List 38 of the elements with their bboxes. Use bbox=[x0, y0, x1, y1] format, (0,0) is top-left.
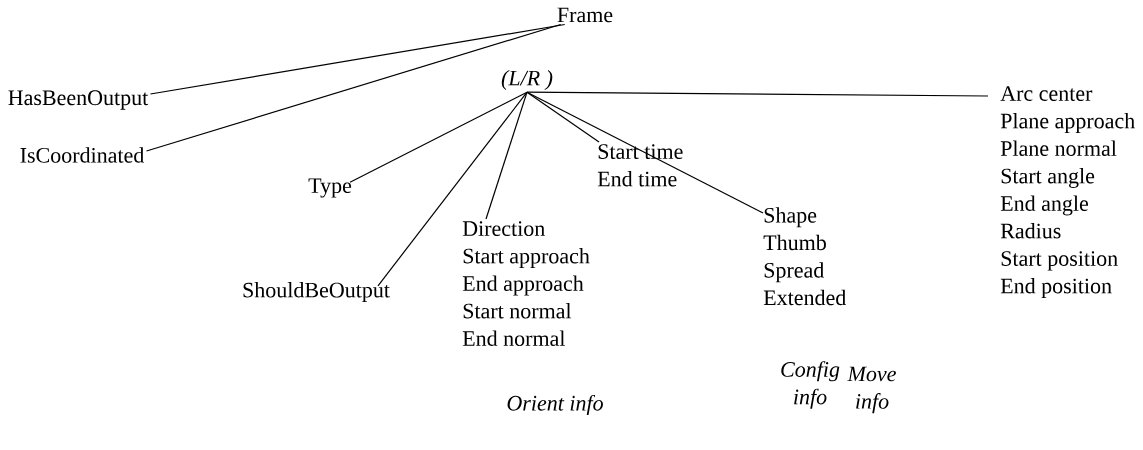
connector-line bbox=[526, 91, 600, 143]
node-label: Plane approach bbox=[1000, 112, 1135, 133]
heading-label: Frame bbox=[557, 7, 613, 23]
connector-line bbox=[485, 91, 528, 220]
connector-line bbox=[377, 91, 528, 287]
node-label: End angle bbox=[1000, 195, 1089, 216]
node-label: Start position bbox=[1001, 251, 1118, 271]
node-label: Radius bbox=[1000, 222, 1061, 239]
group-label: Move info bbox=[847, 366, 896, 414]
node-label: Direction bbox=[462, 221, 545, 236]
node-label: Thumb bbox=[763, 234, 826, 251]
node-label: Plane normal bbox=[1000, 140, 1117, 156]
connector-line bbox=[149, 23, 566, 95]
node-label: Arc center bbox=[1000, 86, 1093, 101]
text-label: Type bbox=[308, 178, 352, 198]
node-label: Extended bbox=[763, 289, 847, 306]
node-label: Spread bbox=[764, 262, 825, 283]
node-label: End position bbox=[1000, 277, 1112, 298]
node-label: End normal bbox=[462, 330, 566, 346]
item-list: Start time End time bbox=[597, 144, 683, 187]
node-label: Start angle bbox=[1001, 167, 1095, 188]
item-list: Shape Thumb Spread Extended bbox=[763, 207, 847, 306]
node-label: Start approach bbox=[463, 248, 590, 268]
connector-line bbox=[349, 91, 528, 183]
item-list: Arc center Plane approach Plane normal Start angle End angle Radius Start position End position bbox=[1000, 86, 1135, 298]
text-label: IsCoordinated bbox=[20, 147, 145, 163]
heading-label: (L/R ) bbox=[501, 70, 553, 90]
connector-line bbox=[526, 91, 764, 214]
node-label: Shape bbox=[764, 207, 817, 228]
text-label: HasBeenOutput bbox=[8, 90, 149, 110]
connector-line bbox=[145, 23, 562, 152]
node-label: Start normal bbox=[463, 303, 572, 319]
group-label: Orient info bbox=[507, 394, 603, 416]
text-label: ShouldBeOutput bbox=[243, 282, 390, 302]
node-label: End approach bbox=[462, 275, 584, 296]
item-list: Direction Start approach End approach Start normal End normal bbox=[462, 221, 590, 346]
group-label: Config info bbox=[781, 361, 840, 409]
connector-line bbox=[526, 91, 989, 97]
